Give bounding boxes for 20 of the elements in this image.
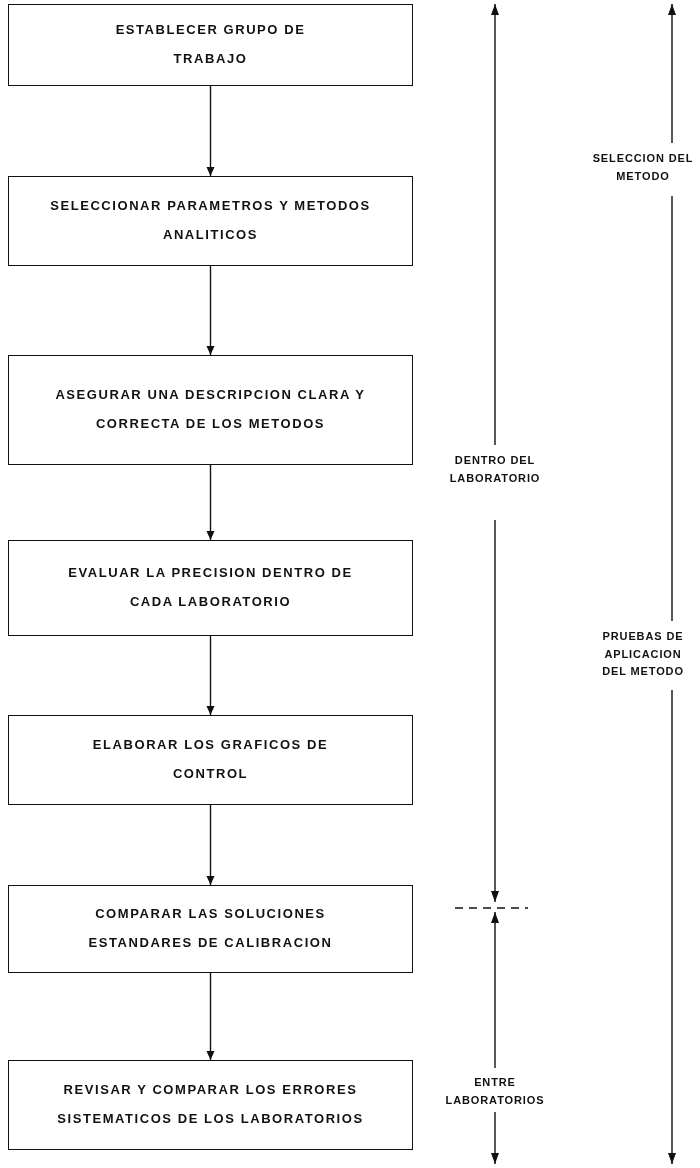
box-text: ELABORAR LOS GRAFICOS DE CONTROL — [91, 736, 330, 783]
box-text: REVISAR Y COMPARAR LOS ERRORES SISTEMATICOS DE LOS LABORATORIOS — [56, 1081, 365, 1128]
arrow — [206, 635, 215, 716]
process-box — [8, 1060, 413, 1150]
process-box — [8, 355, 413, 465]
arrow — [206, 804, 215, 886]
process-box — [8, 176, 413, 266]
arrow — [206, 265, 215, 356]
process-box — [8, 885, 413, 973]
box-text: ESTABLECER GRUPO DE TRABAJO — [114, 21, 307, 68]
process-box — [8, 715, 413, 805]
box-text: SELECCIONAR PARAMETROS Y METODOS ANALITICOS — [49, 197, 372, 244]
process-box — [8, 540, 413, 636]
box-text: EVALUAR LA PRECISION DENTRO DE CADA LABORATORIO — [67, 564, 354, 611]
box-text: ASEGURAR UNA DESCRIPCION CLARA Y CORRECTA DE LOS METODOS — [54, 386, 367, 433]
box-text: COMPARAR LAS SOLUCIONES ESTANDARES DE CALIBRACION — [87, 905, 334, 952]
arrow — [206, 85, 215, 177]
arrow — [206, 464, 215, 541]
arrow — [206, 972, 215, 1061]
process-box — [8, 4, 413, 86]
